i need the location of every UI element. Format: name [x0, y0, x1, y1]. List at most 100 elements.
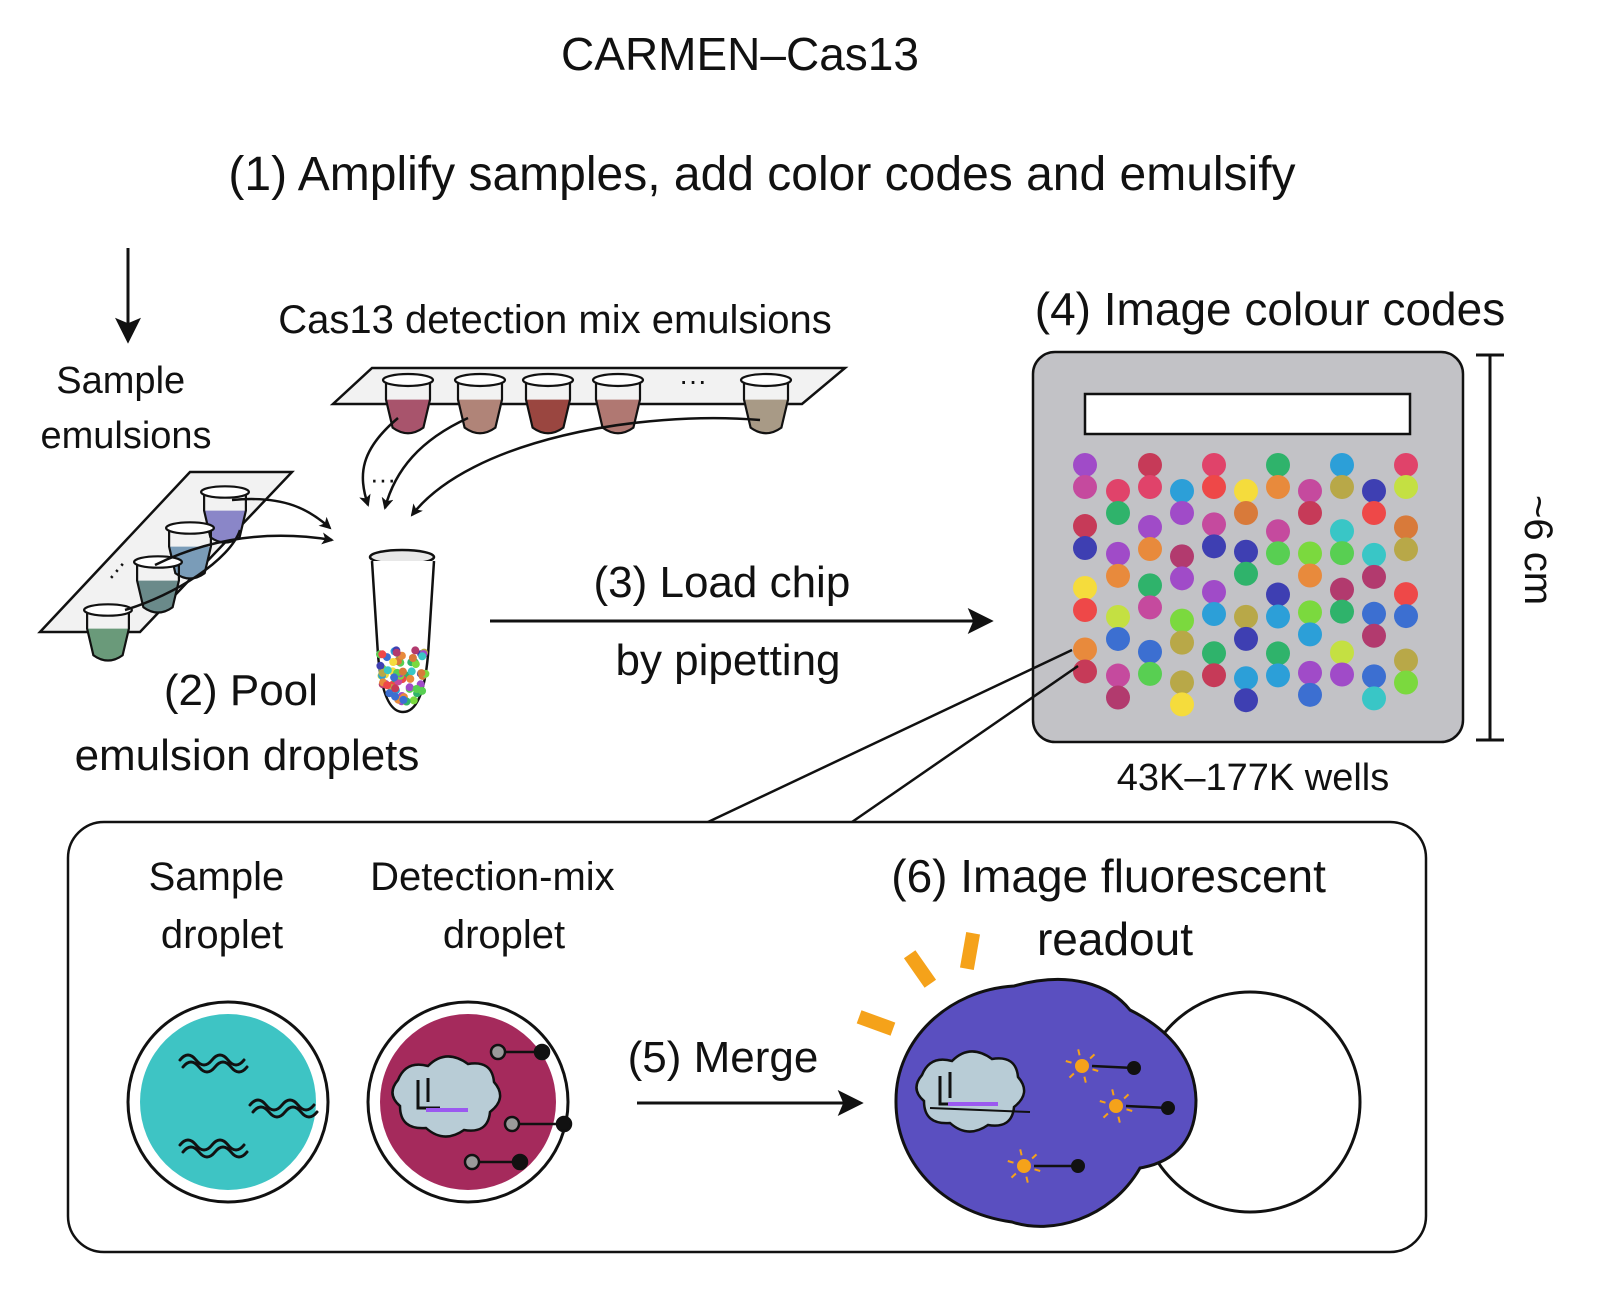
chip-bead: [1362, 501, 1386, 525]
pooled-droplet: [389, 658, 398, 666]
sample-emulsion-tray: ···: [37, 470, 295, 662]
pool-ellipsis: ···: [370, 464, 396, 494]
pooled-droplet: [385, 689, 394, 698]
chip-bead: [1234, 539, 1258, 564]
chip-bead: [1202, 641, 1226, 666]
chip-bead: [1170, 479, 1194, 503]
pooled-droplet: [378, 650, 387, 659]
chip-bead: [1266, 541, 1290, 566]
chip-bead: [1394, 648, 1418, 673]
step4-label: (4) Image colour codes: [1035, 283, 1505, 335]
detection-mix-tray: ···: [329, 365, 849, 435]
chip-label-strip: [1083, 392, 1412, 436]
chip-bead: [1362, 664, 1386, 689]
pooled-droplet: [392, 648, 401, 657]
cleaved-reporter: [1065, 1049, 1141, 1083]
chip-scale-bar: [1476, 353, 1504, 742]
chip-bead: [1362, 564, 1386, 589]
tray-ellipsis: ···: [679, 365, 707, 396]
chip: [1031, 350, 1465, 744]
chip-bead: [1362, 686, 1386, 711]
chip-bead: [1138, 475, 1162, 499]
chip-bead: [1298, 660, 1322, 685]
chip-bead: [1266, 453, 1290, 477]
chip-bead: [1106, 479, 1130, 503]
chip-bead: [1202, 475, 1226, 499]
merged-cas13: [915, 1050, 1031, 1133]
detection-mix-label: Cas13 detection mix emulsions: [278, 298, 832, 342]
chip-bead: [1362, 542, 1386, 567]
pooled-droplet: [417, 669, 426, 678]
reporters: [463, 1043, 573, 1171]
chip-bead: [1394, 475, 1418, 499]
detection-droplet: [366, 1000, 573, 1204]
chip-bead: [1202, 601, 1226, 626]
target-rna-strands: [178, 1053, 319, 1159]
chip-bead: [1138, 661, 1162, 686]
chip-bead: [1073, 514, 1097, 539]
pooled-droplet: [411, 646, 420, 655]
step2-label: (2) Pool emulsion droplets: [75, 666, 420, 780]
chip-bead: [1234, 666, 1258, 691]
chip-bead: [1170, 608, 1194, 633]
chip-bead: [1266, 475, 1290, 499]
chip-bead: [1394, 582, 1418, 607]
detection-tube: [739, 372, 793, 435]
pool-arrows: [124, 416, 761, 612]
chip-bead: [1394, 537, 1418, 562]
pooled-droplet: [408, 654, 417, 662]
chip-bead: [1170, 692, 1194, 717]
cleaved-reporter: [1007, 1149, 1085, 1183]
chip-bead: [1298, 600, 1322, 625]
chip-bead: [1330, 541, 1354, 566]
cleaved-reporter: [1099, 1089, 1175, 1123]
zoom-lines: [707, 648, 1079, 824]
chip-bead: [1073, 536, 1097, 561]
chip-bead: [1266, 519, 1290, 544]
chip-bead: [1330, 475, 1354, 499]
chip-bead: [1073, 576, 1097, 601]
pooled-droplet: [411, 660, 420, 669]
sample-droplet: [126, 1000, 330, 1204]
chip-bead: [1234, 626, 1258, 651]
chip-bead: [1138, 639, 1162, 664]
cas13-enzyme: [391, 1055, 502, 1138]
chip-bead: [1298, 501, 1322, 525]
chip-bead: [1362, 623, 1386, 648]
chip-bead: [1202, 534, 1226, 559]
detection-tube: [453, 372, 507, 435]
chip-bead: [1202, 579, 1226, 604]
chip-bead: [1234, 501, 1258, 525]
chip-bead: [1170, 501, 1194, 525]
detection-tube: [381, 372, 435, 435]
chip-bead: [1106, 604, 1130, 629]
pooled-droplet: [383, 681, 392, 690]
chip-bead: [1138, 515, 1162, 540]
chip-bead: [1138, 573, 1162, 598]
pooled-droplet: [405, 683, 414, 692]
pooled-droplet: [399, 695, 408, 704]
step6-label: (6) Image fluorescent readout: [891, 850, 1338, 965]
chip-bead: [1073, 475, 1097, 499]
chip-bead: [1266, 663, 1290, 688]
chip-bead: [1394, 670, 1418, 695]
chip-bead: [1330, 453, 1354, 477]
chip-wells-label: 43K–177K wells: [1117, 757, 1390, 799]
step5-label: (5) Merge: [628, 1033, 819, 1082]
chip-bead: [1170, 544, 1194, 569]
chip-bead: [1106, 563, 1130, 588]
pool-tube: [368, 548, 436, 714]
chip-bead: [1234, 688, 1258, 713]
chip-bead: [1073, 453, 1097, 477]
chip-bead: [1298, 682, 1322, 707]
pooled-droplet: [406, 674, 415, 683]
chip-bead: [1330, 640, 1354, 665]
fluorescence-burst: [856, 932, 981, 1036]
pooled-droplet: [418, 652, 427, 661]
chip-bead: [1234, 561, 1258, 586]
chip-bead: [1106, 685, 1130, 710]
chip-bead: [1170, 670, 1194, 695]
chip-bead: [1298, 479, 1322, 503]
chip-bead: [1298, 563, 1322, 588]
